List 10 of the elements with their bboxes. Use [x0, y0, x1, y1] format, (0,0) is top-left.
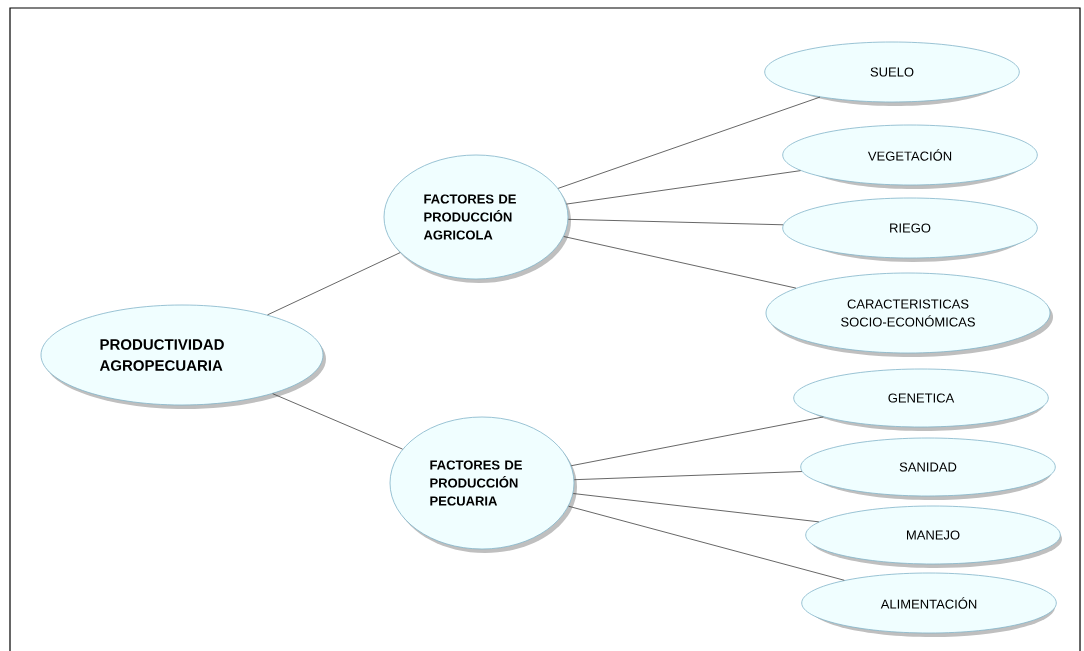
connector-line	[267, 252, 401, 316]
connector-line	[557, 96, 821, 189]
connector-line	[573, 471, 803, 481]
connector-line	[572, 493, 820, 523]
connector-line	[563, 236, 797, 289]
connector-line	[272, 393, 403, 450]
connector-line	[568, 505, 845, 581]
connector-line	[570, 416, 824, 467]
connector-line	[567, 218, 784, 226]
connector-line	[566, 170, 801, 205]
